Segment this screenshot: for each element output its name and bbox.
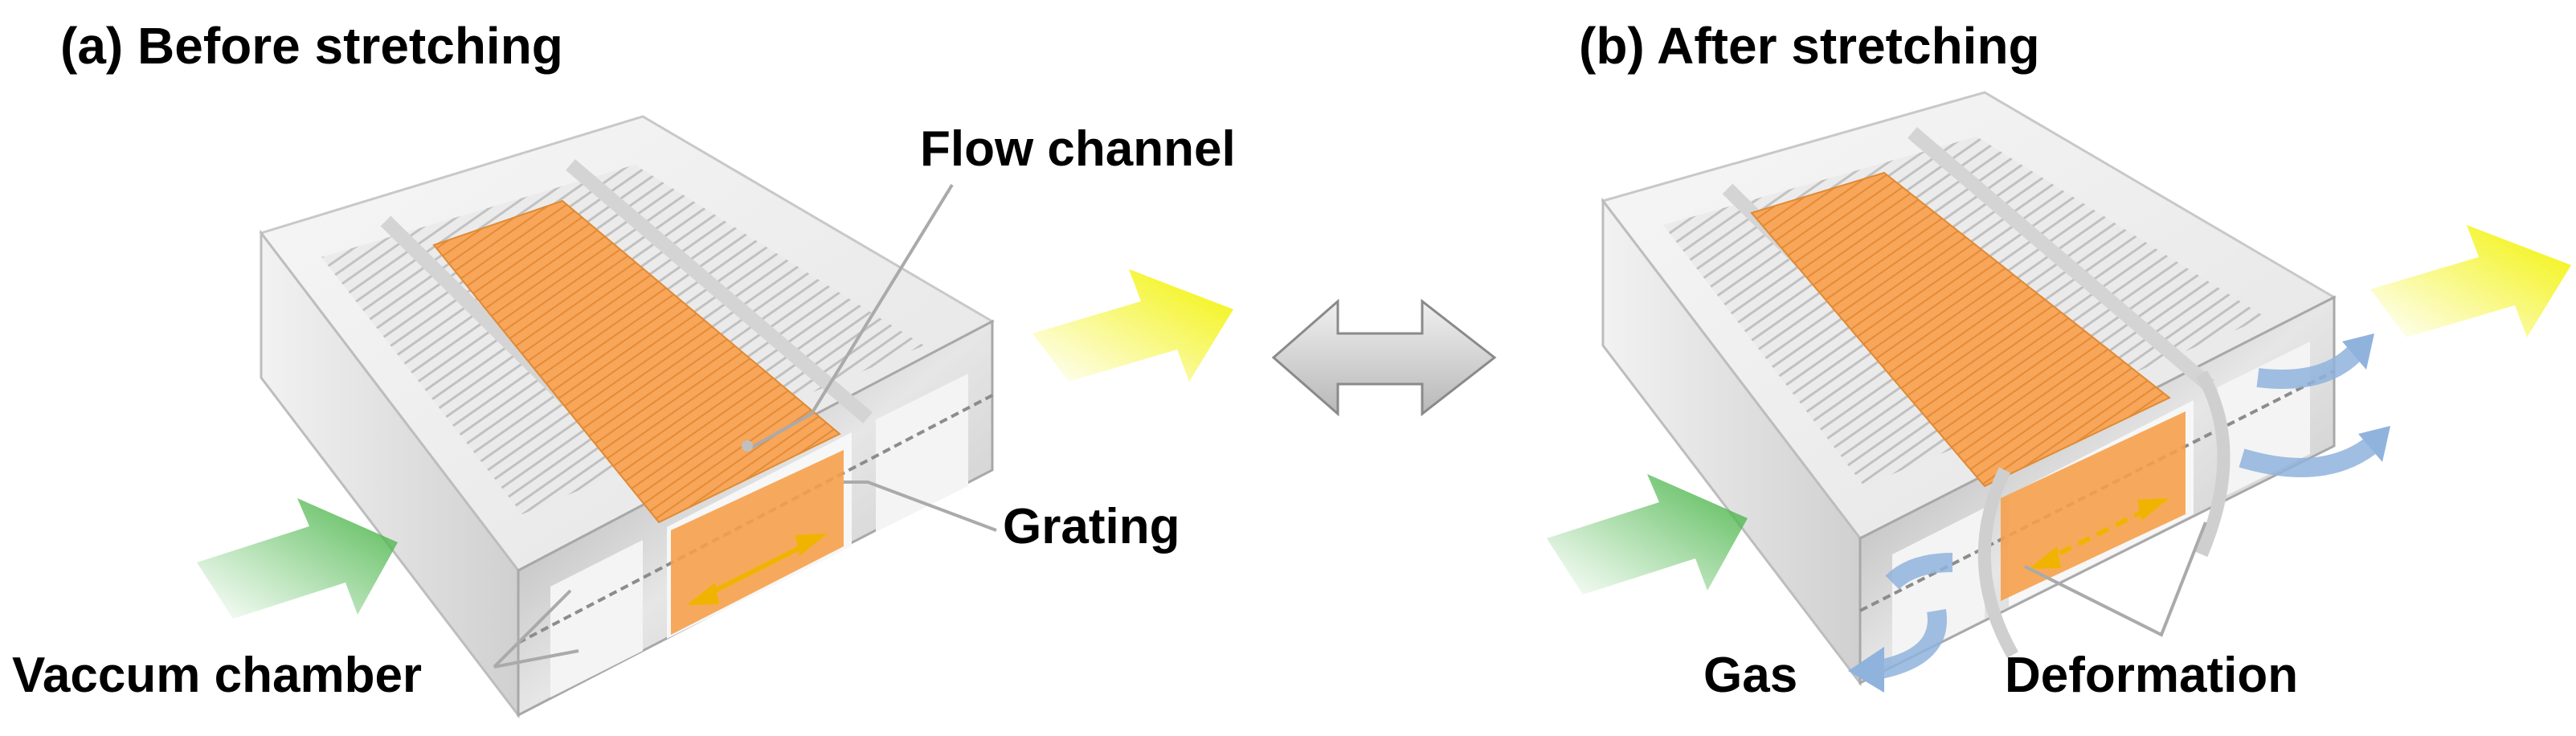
panel-a-green-arrow bbox=[197, 498, 398, 619]
panel-b-opening-left bbox=[1892, 508, 1985, 665]
panel-a-flow-channel bbox=[432, 199, 841, 524]
panel-b-yellow-arrow bbox=[2370, 225, 2571, 337]
panel-b-gas-arrow-left-1 bbox=[1885, 553, 1953, 590]
panel-a-stretch-arrow bbox=[697, 538, 817, 601]
deformation-label: Deformation bbox=[2005, 648, 2299, 703]
panel-b-deformed-wall-right bbox=[2195, 370, 2230, 558]
panel-b-device bbox=[1547, 91, 2571, 693]
panel-b-deformation-leader bbox=[2024, 521, 2207, 637]
panel-b-deformed-wall-left bbox=[1977, 467, 2018, 658]
vacuum-chamber-label: Vaccum chamber bbox=[12, 648, 423, 703]
panel-b-gas-arrow-right-2 bbox=[2239, 438, 2377, 477]
panel-b-stretch-arrow-head-left bbox=[2029, 546, 2061, 569]
flow-channel-label: Flow channel bbox=[920, 121, 1236, 177]
panel-b-stretch-arrow-head-right bbox=[2137, 498, 2169, 521]
panel-b-gas-arrow-left-2 bbox=[1870, 609, 1947, 681]
gas-label: Gas bbox=[1703, 648, 1798, 703]
panel-a-flow-channel-leader bbox=[746, 183, 954, 452]
panel-b-channel-bottom bbox=[2001, 411, 2186, 601]
panel-b-title: (b) After stretching bbox=[1579, 17, 2040, 75]
panel-a-wall-2 bbox=[566, 159, 873, 423]
panel-a-device bbox=[197, 115, 1233, 719]
panel-a-grating-leader bbox=[844, 480, 997, 532]
panel-a-opening-left bbox=[550, 540, 643, 697]
panel-b-gas-arrowhead-right-1 bbox=[2342, 333, 2374, 370]
panel-b-flow-channel bbox=[1750, 171, 2171, 488]
panel-b-seam bbox=[1859, 370, 2335, 612]
center-double-arrow bbox=[1271, 298, 1497, 417]
panel-b-green-arrow bbox=[1547, 474, 1748, 595]
panel-a-title: (a) Before stretching bbox=[60, 17, 563, 75]
panel-a-stretch-arrow-head-left bbox=[687, 583, 719, 605]
grating-label: Grating bbox=[1003, 499, 1180, 554]
panel-a-yellow-arrow bbox=[1032, 269, 1233, 382]
panel-b-gas-arrow-right-1 bbox=[2256, 346, 2361, 389]
panel-b-stretch-arrow bbox=[2039, 502, 2159, 565]
panel-b-gas-arrowhead-right-2 bbox=[2358, 426, 2390, 462]
panel-a-vacuum-leader-1 bbox=[493, 589, 572, 669]
panel-a-vacuum-leader-2 bbox=[493, 649, 579, 669]
panel-b-wall-2 bbox=[1907, 127, 2214, 391]
panel-a-flow-channel-dot bbox=[742, 440, 753, 452]
panel-b-gas-arrowhead-left-2 bbox=[1848, 647, 1884, 693]
panel-a-stretch-arrow-head-right bbox=[795, 534, 828, 556]
